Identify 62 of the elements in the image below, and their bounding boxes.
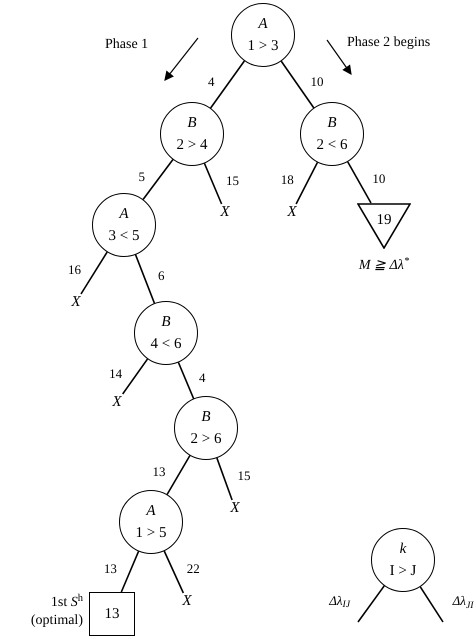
node-text: 2 > 4 — [176, 136, 208, 154]
edge-label: 6 — [157, 269, 166, 282]
node-text: 2 > 6 — [190, 430, 222, 448]
tree-branch — [295, 162, 318, 204]
edge-label: 10 — [310, 74, 324, 88]
edge-label: 13 — [102, 562, 118, 575]
node-text: 1 > 3 — [248, 36, 278, 56]
edge-label: 22 — [186, 562, 201, 576]
pruned-mark: X — [69, 294, 83, 310]
node-text: 2 < 6 — [316, 136, 348, 154]
tree-branch — [80, 252, 108, 294]
node-caption: M ≧ Δλ$^{*}$ — [358, 257, 410, 275]
tree-branch — [166, 455, 191, 495]
pruned-mark: X — [228, 500, 242, 516]
edge-label: 4 — [207, 74, 216, 88]
node-letter: B — [201, 408, 211, 426]
node-text: 3 < 5 — [108, 226, 140, 246]
edge-label: 14 — [108, 366, 124, 380]
phase-label: Phase 2 begins — [347, 36, 430, 50]
node-letter: B — [327, 114, 337, 132]
node-letter: A — [119, 204, 129, 224]
edge-label: 13 — [152, 465, 166, 478]
tree-branch — [204, 163, 222, 204]
edge-label: 15 — [225, 174, 240, 187]
solution-box — [89, 592, 135, 636]
tree-branch — [280, 60, 314, 108]
node-letter: B — [187, 114, 197, 132]
node-letter: A — [146, 502, 156, 520]
tree-branch — [347, 161, 372, 204]
edge-label: 4 — [198, 370, 206, 384]
tree-branch — [420, 586, 444, 622]
tree-branch — [122, 358, 148, 394]
edge-label: Δλ$_{JI}$ — [452, 594, 475, 608]
tree-branch — [134, 254, 156, 304]
pruned-mark: X — [218, 204, 232, 220]
tree-branch — [210, 60, 245, 108]
node-text: 4 < 6 — [150, 334, 182, 354]
tree-branch — [142, 159, 174, 200]
tree-branch — [178, 362, 194, 399]
bound-triangle — [357, 203, 411, 249]
phase-label: Phase 1 — [105, 38, 148, 52]
node-letter: A — [258, 14, 268, 34]
node-letter: k — [400, 540, 406, 558]
node-text: 1 > 5 — [136, 524, 166, 542]
node-text: I > J — [390, 562, 416, 580]
edge-label: 5 — [138, 170, 146, 182]
tree-branch — [120, 551, 140, 592]
edge-label: 18 — [280, 173, 295, 186]
node-caption: 1st S$^{h}$ (optimal) — [30, 594, 83, 630]
edge-label: Δλ$_{IJ}$ — [328, 594, 352, 607]
tree-branch — [357, 585, 385, 622]
edge-label: 15 — [236, 469, 252, 482]
node-text: 13 — [104, 604, 120, 624]
edge-label: 10 — [371, 172, 386, 186]
tree-branch — [216, 458, 233, 500]
edge-label: 16 — [67, 263, 82, 276]
pruned-mark: X — [180, 593, 194, 609]
pruned-mark: X — [285, 204, 299, 220]
node-letter: B — [161, 312, 171, 332]
tree-branch — [164, 550, 184, 594]
pruned-mark: X — [110, 394, 124, 410]
node-text: 19 — [376, 211, 392, 230]
